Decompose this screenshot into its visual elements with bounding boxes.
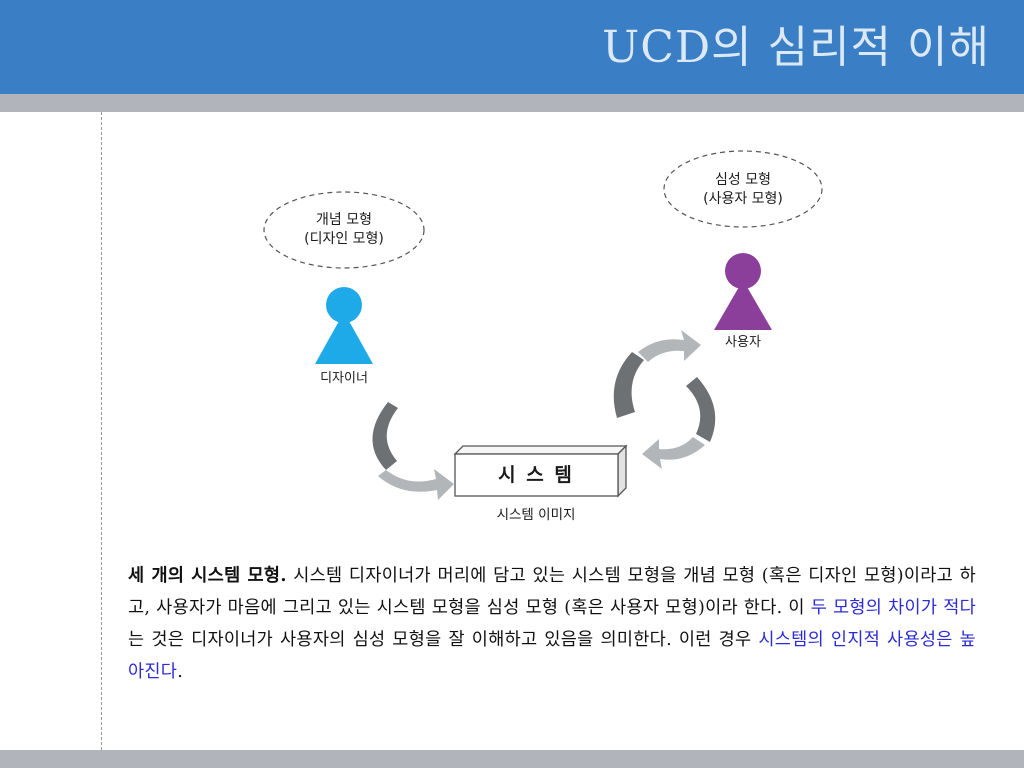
title-bar: UCD의 심리적 이해 bbox=[0, 0, 1024, 94]
designer-to-system-arrow-icon bbox=[372, 402, 454, 500]
caption-bold-lead: 세 개의 시스템 모형. bbox=[128, 566, 287, 586]
system-user-cycle-arrows-icon bbox=[613, 330, 716, 469]
system-image-label: 시스템 이미지 bbox=[497, 507, 576, 523]
caption-text-part2: 는 것은 디자이너가 사용자의 심성 모형을 잘 이해하고 있음을 의미한다. … bbox=[128, 630, 759, 650]
diagram-canvas: 개념 모형 (디자인 모형) 디자이너 심성 모형 (사용자 모형) 사용자 bbox=[263, 150, 823, 523]
system-models-diagram: 개념 모형 (디자인 모형) 디자이너 심성 모형 (사용자 모형) 사용자 bbox=[240, 140, 860, 540]
page-title: UCD의 심리적 이해 bbox=[602, 22, 990, 73]
caption-highlight-model-gap: 두 모형의 차이가 적다 bbox=[810, 598, 977, 618]
user-label: 사용자 bbox=[725, 335, 761, 350]
designer-label: 디자이너 bbox=[320, 371, 368, 386]
header-stripe bbox=[0, 94, 1024, 112]
user-thought-bubble bbox=[663, 150, 823, 228]
user-bubble-line2: (사용자 모형) bbox=[703, 191, 783, 207]
designer-figure-icon bbox=[315, 287, 373, 364]
designer-bubble-line2: (디자인 모형) bbox=[304, 231, 384, 247]
caption-text-part3: . bbox=[177, 662, 184, 682]
user-bubble-line1: 심성 모형 bbox=[715, 172, 771, 188]
footer-stripe bbox=[0, 750, 1024, 768]
system-box-label: 시 스 템 bbox=[498, 464, 574, 486]
designer-bubble-line1: 개념 모형 bbox=[316, 212, 372, 228]
caption-highlight-usability: 시스템의 인지적 사용성은 높아진다 bbox=[128, 630, 976, 682]
user-figure-icon bbox=[714, 253, 772, 330]
caption-text-part1: 시스템 디자이너가 머리에 담고 있는 시스템 모형을 개념 모형 (혹은 디자… bbox=[128, 566, 976, 618]
figure-caption: 세 개의 시스템 모형. 시스템 디자이너가 머리에 담고 있는 시스템 모형을… bbox=[128, 560, 976, 688]
designer-thought-bubble bbox=[263, 191, 425, 269]
left-dashed-divider bbox=[101, 112, 102, 750]
system-box bbox=[453, 444, 628, 498]
